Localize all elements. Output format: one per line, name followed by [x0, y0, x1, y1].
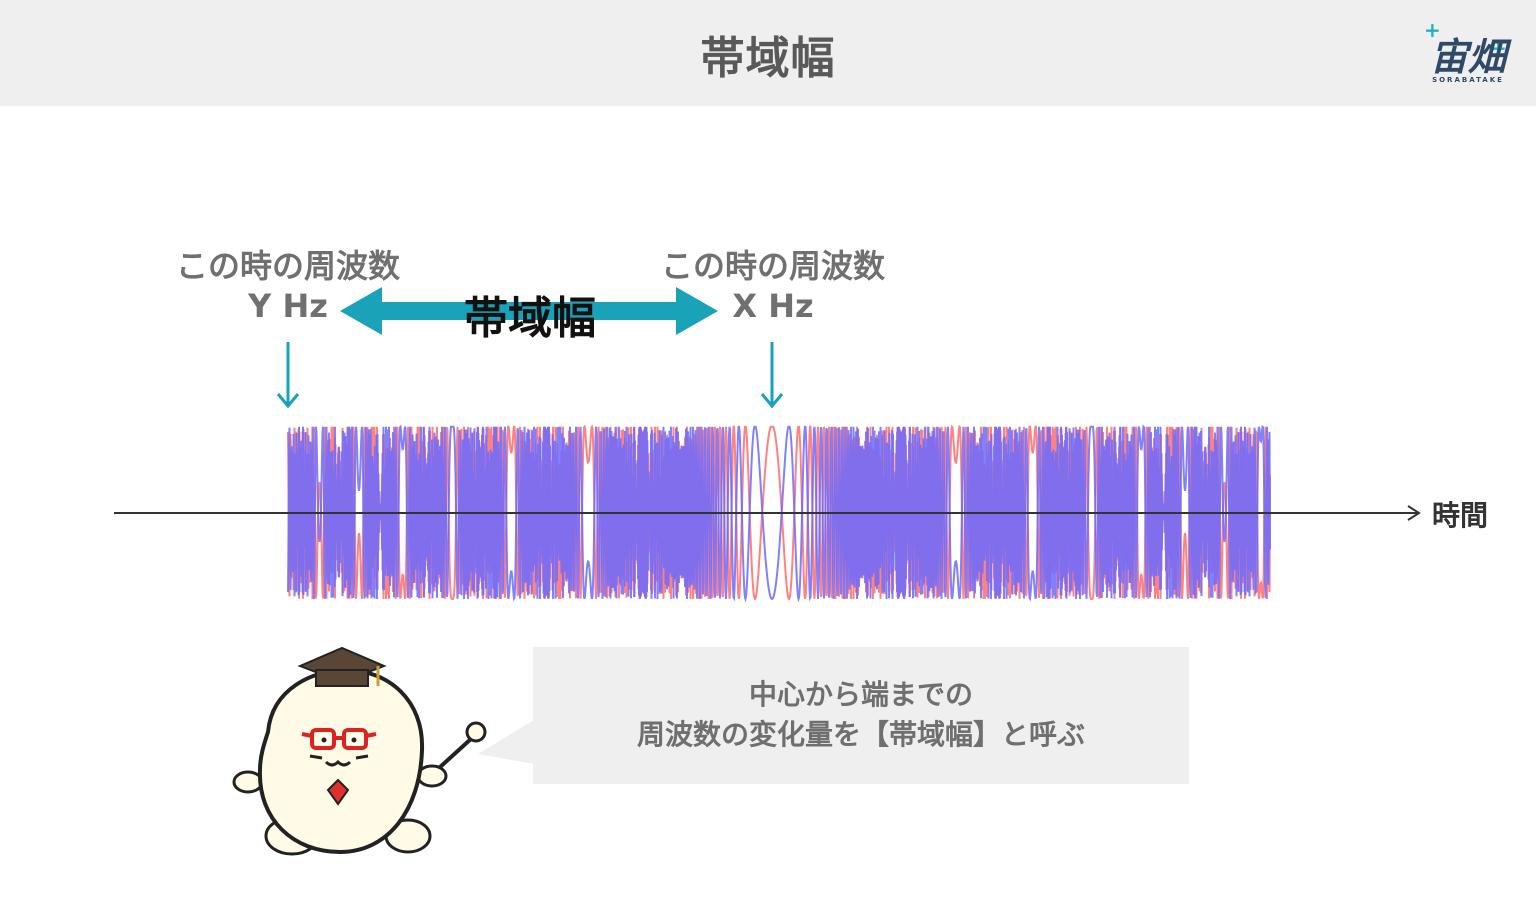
- right-frequency-label: この時の周波数 X Hz: [613, 246, 933, 326]
- time-axis-label: 時間: [1432, 499, 1489, 532]
- speech-line1: 中心から端までの: [748, 678, 973, 711]
- sorabatake-logo: + + 宙畑 SORABATAKE: [1416, 18, 1520, 88]
- left-down-arrow-icon: [276, 342, 300, 409]
- mascot-body: [257, 667, 425, 855]
- bandwidth-double-arrow: [340, 287, 718, 335]
- logo-text: 宙畑: [1429, 35, 1506, 79]
- left-frequency-label: この時の周波数 Y Hz: [128, 246, 448, 326]
- mascot-arm: [232, 770, 264, 794]
- right-frequency-line2: X Hz: [732, 287, 814, 325]
- logo-subtext: SORABATAKE: [1432, 76, 1504, 84]
- mascot-mouth: [309, 754, 369, 767]
- right-down-arrow-icon: [760, 342, 784, 409]
- time-axis: [114, 505, 1421, 521]
- right-frequency-line1: この時の周波数: [660, 247, 885, 285]
- mascot-eye: [351, 737, 357, 743]
- mascot-eye: [321, 737, 327, 743]
- red-bowtie-icon: [326, 778, 350, 806]
- left-frequency-line2: Y Hz: [248, 287, 328, 325]
- logo-sparkle-icon: +: [1490, 36, 1507, 60]
- speech-text: 中心から端までの 周波数の変化量を【帯域幅】と呼ぶ: [533, 675, 1189, 755]
- left-frequency-line1: この時の周波数: [175, 247, 400, 285]
- professor-mascot: [232, 646, 487, 856]
- speech-bubble: 中心から端までの 周波数の変化量を【帯域幅】と呼ぶ: [533, 647, 1189, 784]
- speech-line2: 周波数の変化量を【帯域幅】と呼ぶ: [636, 718, 1085, 751]
- speech-bubble-tail: [478, 720, 534, 764]
- logo-sparkle-icon: +: [1424, 18, 1441, 42]
- graduation-cap-icon: [297, 646, 387, 687]
- page-title: 帯域幅: [700, 33, 836, 84]
- blue-chirp-wave: [287, 424, 1271, 603]
- bandwidth-label: 帯域幅: [464, 293, 596, 344]
- header-bar: 帯域幅 + + 宙畑 SORABATAKE: [0, 0, 1536, 106]
- red-glasses-icon: [301, 728, 377, 750]
